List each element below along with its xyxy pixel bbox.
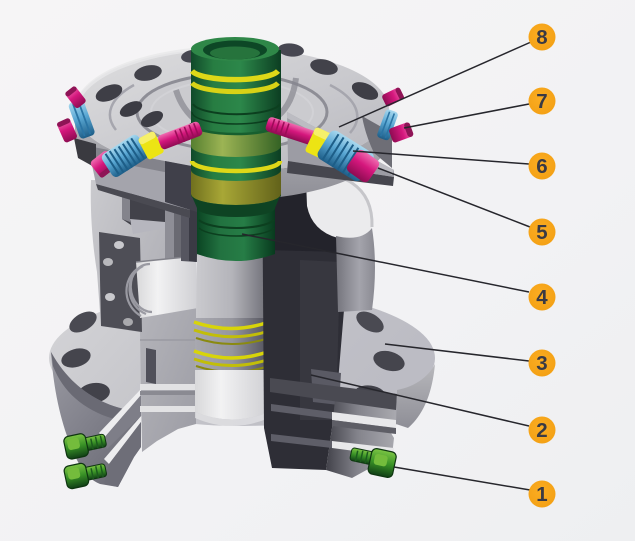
svg-text:7: 7 [536,90,547,113]
svg-text:6: 6 [536,155,547,178]
svg-text:2: 2 [536,419,547,442]
svg-text:1: 1 [536,483,547,506]
svg-text:8: 8 [536,26,547,49]
svg-text:3: 3 [536,352,547,375]
svg-text:4: 4 [536,286,548,309]
svg-text:5: 5 [536,221,547,244]
